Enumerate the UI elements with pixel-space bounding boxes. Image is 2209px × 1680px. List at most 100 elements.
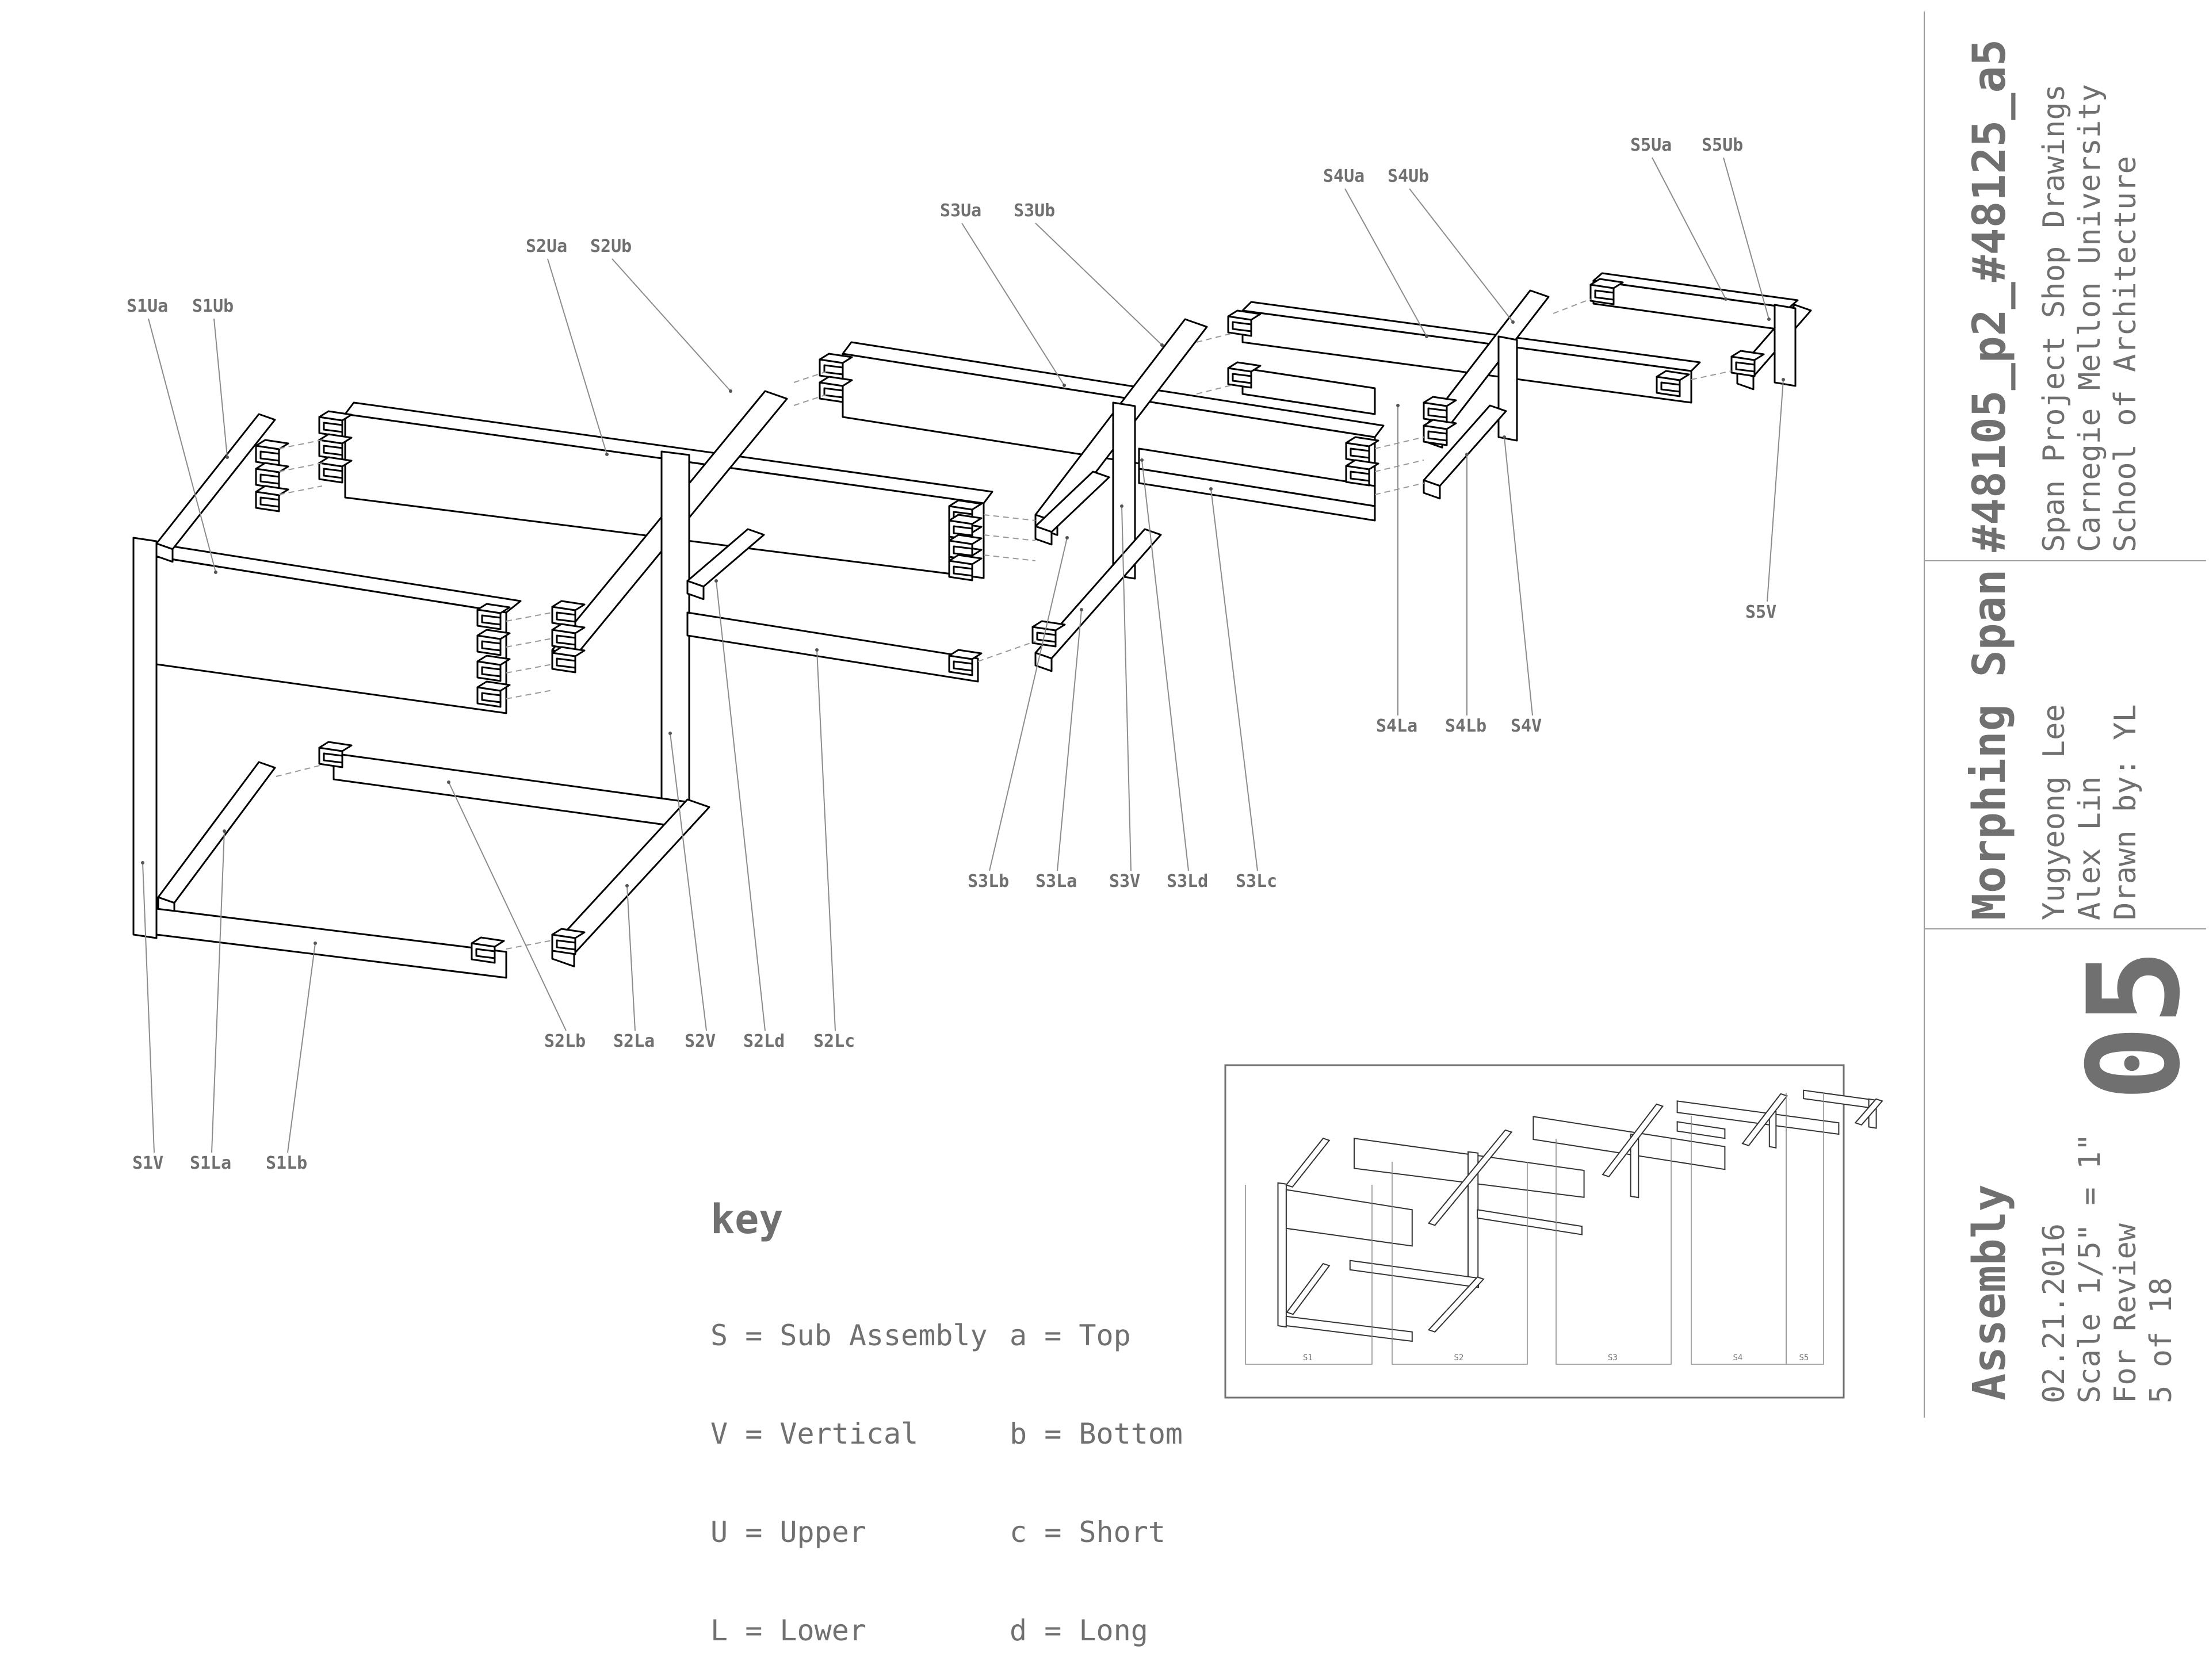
joint-s3-right-notch xyxy=(1350,447,1370,459)
callout-label-s2v: S2V xyxy=(685,1031,716,1051)
assembly-overview-thumbnail xyxy=(1224,1064,1883,1399)
alignment-dash xyxy=(1691,370,1732,380)
leader-dot xyxy=(1209,487,1213,491)
member-s1ub-end xyxy=(155,542,174,563)
joint-s1-top xyxy=(476,655,511,666)
callout-label-s4lb: S4Lb xyxy=(1445,716,1487,736)
joint-s4-lower-notch xyxy=(1427,430,1448,442)
callout-label-s3ua: S3Ua xyxy=(940,201,982,221)
joint-s1-upper-notch xyxy=(259,473,280,485)
joint-s3-left-notch xyxy=(953,525,973,537)
thumbnail-bracket xyxy=(1556,1139,1672,1365)
leader-line-s2ua xyxy=(547,258,607,455)
thumbnail-group-label: S5 xyxy=(1799,1353,1809,1363)
alignment-dash xyxy=(278,462,323,472)
joint-s2-lc-notch xyxy=(953,660,973,672)
leader-line-s1v xyxy=(142,862,155,1153)
course-line: Carnegie Mellon University xyxy=(2073,84,2107,552)
member-s3ua-top xyxy=(842,341,1385,438)
member-s1lb xyxy=(155,908,507,979)
alignment-dash xyxy=(1196,333,1232,343)
thumbnail-member xyxy=(1286,1262,1331,1315)
project-id: #48105_p2_#48125_a5 xyxy=(1964,39,2016,552)
leader-line-s3lc xyxy=(1210,488,1258,871)
key-item: U = Upper xyxy=(710,1516,866,1549)
leader-dot xyxy=(314,942,317,945)
alignment-dash xyxy=(506,690,553,699)
joint-s2-top xyxy=(318,456,353,468)
callout-label-s5v: S5V xyxy=(1745,602,1777,622)
alignment-dash xyxy=(506,612,553,622)
leader-dot xyxy=(141,861,144,864)
assembly-drawing xyxy=(132,12,2206,1418)
leader-dot xyxy=(1160,343,1164,347)
member-s4ua-top xyxy=(1241,301,1701,372)
leader-line-s1ua xyxy=(148,318,216,573)
leader-dot xyxy=(226,456,229,459)
member-s4v xyxy=(1497,335,1518,442)
key-left-column: S = Sub Assembly V = Vertical U = Upper … xyxy=(710,1254,988,1680)
leader-dot xyxy=(1465,453,1469,456)
joint-s2-lower-top xyxy=(318,741,353,752)
callout-label-s3lc: S3Lc xyxy=(1236,871,1278,891)
joint-s4-top xyxy=(1227,361,1262,373)
key-item: V = Vertical xyxy=(710,1417,919,1451)
joint-s2-lc-top xyxy=(948,649,983,660)
alignment-dash xyxy=(278,439,323,449)
key-item: a = Top xyxy=(1010,1319,1131,1352)
leader-line-s3v xyxy=(1121,506,1132,871)
alignment-dash xyxy=(506,638,553,648)
joint-s2-front-top xyxy=(551,623,586,634)
callout-label-s3la: S3La xyxy=(1035,871,1077,891)
thumbnail-bracket xyxy=(1245,1185,1373,1365)
thumbnail-member xyxy=(1602,1103,1664,1177)
member-s2lb xyxy=(333,752,691,829)
joint-s3-notch xyxy=(823,387,844,399)
leader-dot xyxy=(1782,378,1785,381)
project-name: Morphing Span xyxy=(1964,569,2016,920)
member-s1v xyxy=(132,537,158,939)
member-s1la xyxy=(157,761,276,904)
course-line: School of Architecture xyxy=(2108,156,2143,552)
key-right-column: a = Top b = Bottom c = Short d = Long xyxy=(1010,1254,1183,1680)
thumbnail-member xyxy=(1285,1189,1413,1247)
leader-dot xyxy=(1767,317,1771,321)
joint-s2-right-top xyxy=(948,499,983,511)
key-item: d = Long xyxy=(1010,1614,1148,1647)
thumbnail-group-label: S2 xyxy=(1454,1353,1464,1363)
callout-label-s4la: S4La xyxy=(1376,716,1418,736)
thumbnail-group-brackets xyxy=(1245,1093,1824,1365)
joint-s3-top xyxy=(819,376,853,387)
leader-dot xyxy=(1511,320,1515,324)
joint-s1-upper-top xyxy=(255,462,289,473)
member-s3lc xyxy=(1138,468,1376,522)
thumbnail-member xyxy=(1427,1276,1485,1333)
key-title: key xyxy=(710,1196,784,1243)
joint-s4-lower-top xyxy=(1423,419,1457,430)
course-info: Span Project Shop Drawings Carnegie Mell… xyxy=(2036,84,2143,552)
member-s3v xyxy=(1112,401,1136,580)
leader-dot xyxy=(605,453,609,456)
leader-line-s5v xyxy=(1767,379,1784,602)
leader-line-s2ub xyxy=(612,258,731,392)
meta-line: 02.21.2016 xyxy=(2037,1223,2072,1403)
joint-s2-front-top xyxy=(551,646,586,657)
callout-label-s2la: S2La xyxy=(613,1031,655,1051)
callout-label-s2ua: S2Ua xyxy=(526,236,568,257)
joint-s1-notch xyxy=(481,692,502,703)
joint-s2-lower-notch xyxy=(323,752,343,764)
joint-s2-notch xyxy=(323,445,343,456)
joint-s4-lower-notch xyxy=(1427,407,1448,419)
joint-s2-la-notch xyxy=(556,939,576,951)
member-s4lb-end xyxy=(1423,479,1441,500)
callout-label-s4ub: S4Ub xyxy=(1388,166,1430,186)
joint-s1-upper-top xyxy=(255,485,289,496)
callout-label-s3lb: S3Lb xyxy=(968,871,1010,891)
leader-dot xyxy=(1065,536,1069,539)
leader-line-s3ld xyxy=(1141,460,1189,871)
joint-s1-upper-top xyxy=(255,439,289,450)
leader-line-s2lc xyxy=(816,649,836,1031)
callout-label-s1ua: S1Ua xyxy=(127,296,169,316)
leader-dot xyxy=(729,389,732,393)
alignment-dash xyxy=(983,514,1036,521)
